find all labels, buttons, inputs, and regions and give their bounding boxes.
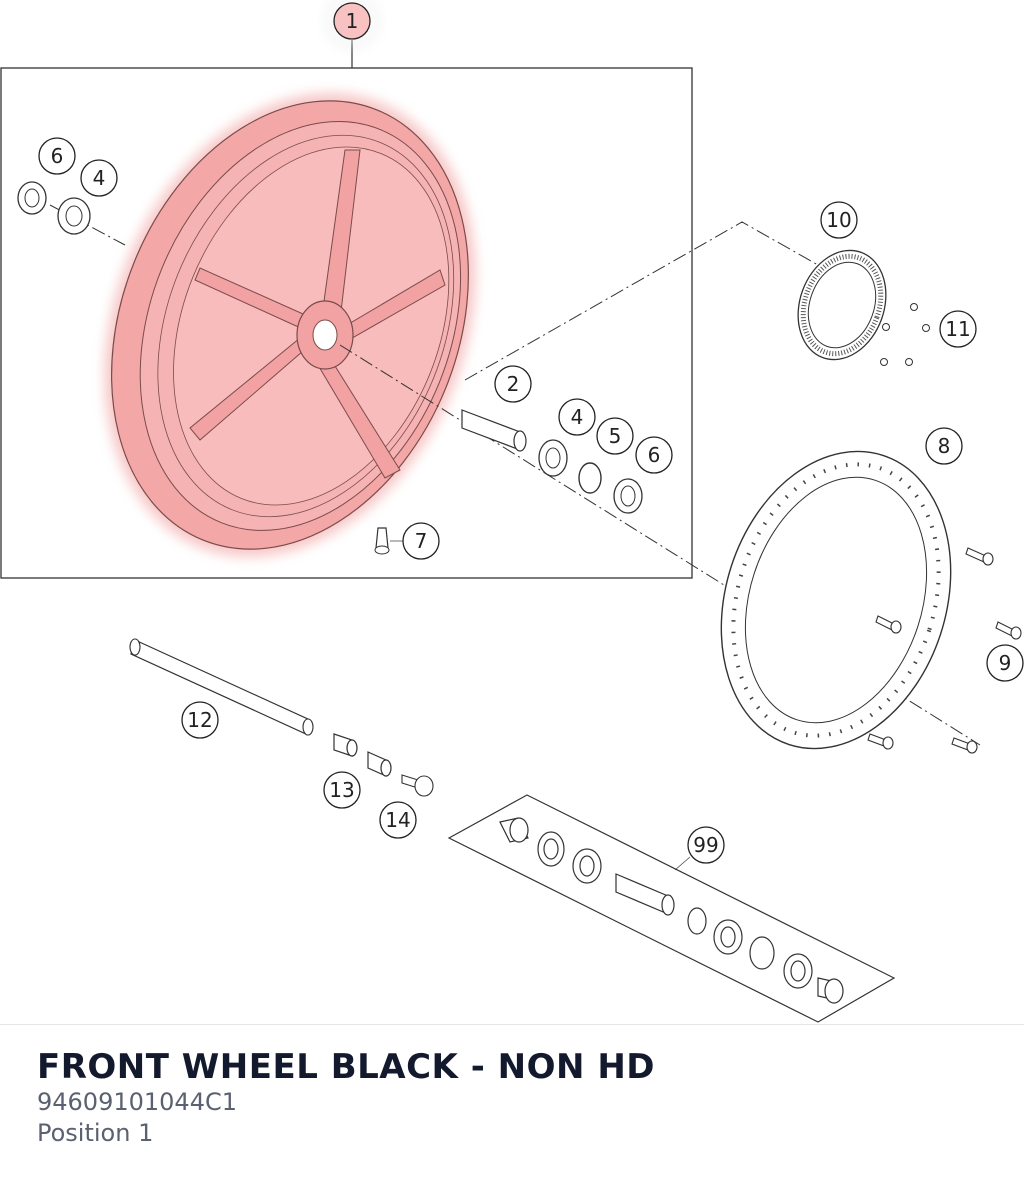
abs-tone-ring-part-10[interactable]	[783, 238, 900, 372]
callout-6-right[interactable]: 6	[635, 436, 673, 474]
front-axle-part-12[interactable]	[129, 638, 314, 736]
callout-label: 8	[938, 434, 951, 458]
wheel-assembly-frame	[0, 67, 693, 579]
callout-10[interactable]: 10	[820, 201, 858, 239]
spacer-part-2[interactable]	[461, 409, 527, 452]
bearing-kit-part-99[interactable]	[447, 794, 896, 1023]
callout-14[interactable]: 14	[379, 801, 417, 839]
callout-label: 11	[945, 317, 970, 341]
seal-part-6-right[interactable]	[613, 478, 643, 514]
callout-1[interactable]: 1	[327, 0, 377, 46]
part-info-footer: FRONT WHEEL BLACK - NON HD 94609101044C1…	[0, 1024, 1024, 1177]
callout-label: 6	[648, 443, 661, 467]
callout-label: 6	[51, 144, 64, 168]
callout-label: 13	[329, 778, 354, 802]
callout-label: 14	[385, 808, 410, 832]
wheel-rim-highlighted[interactable]	[38, 37, 542, 613]
callout-label: 2	[507, 372, 520, 396]
part-title: FRONT WHEEL BLACK - NON HD	[37, 1047, 656, 1087]
callout-label: 1	[346, 9, 359, 33]
callout-label: 9	[999, 651, 1012, 675]
valve-stem-part-7[interactable]	[374, 527, 390, 555]
callout-label: 4	[571, 405, 584, 429]
callout-7[interactable]: 7	[402, 522, 440, 560]
part-position: Position 1	[37, 1119, 154, 1147]
spacers-part-13[interactable]	[333, 733, 392, 777]
bearing-part-4-left[interactable]	[57, 197, 91, 235]
exploded-parts-diagram: 1 2 4 4 5 6 6 7 8 9 10 11 12 13 14 99	[0, 0, 1024, 1023]
circlip-part-5[interactable]	[578, 462, 602, 494]
callout-8[interactable]: 8	[925, 427, 963, 465]
callout-label: 12	[187, 708, 212, 732]
callout-9[interactable]: 9	[986, 644, 1024, 682]
callout-label: 99	[693, 833, 718, 857]
callout-13[interactable]: 13	[323, 771, 361, 809]
part-number: 94609101044C1	[37, 1088, 237, 1116]
seal-part-6-left[interactable]	[17, 181, 47, 215]
callout-label: 5	[609, 424, 622, 448]
callout-12[interactable]: 12	[181, 701, 219, 739]
callout-99[interactable]: 99	[687, 826, 725, 864]
brake-disc-part-8[interactable]	[684, 421, 987, 778]
disc-bolts-part-9[interactable]	[867, 547, 1022, 754]
callout-2[interactable]: 2	[494, 365, 532, 403]
callout-4-left[interactable]: 4	[80, 159, 118, 197]
callout-label: 10	[826, 208, 851, 232]
callout-6-left[interactable]: 6	[38, 137, 76, 175]
callout-5[interactable]: 5	[596, 417, 634, 455]
bearing-part-4-right[interactable]	[538, 439, 568, 477]
callout-label: 7	[415, 529, 428, 553]
callout-label: 4	[93, 166, 106, 190]
callout-4-right[interactable]: 4	[558, 398, 596, 436]
axle-bolt-part-14[interactable]	[401, 774, 434, 797]
callout-11[interactable]: 11	[939, 310, 977, 348]
screws-part-11[interactable]	[880, 303, 930, 366]
